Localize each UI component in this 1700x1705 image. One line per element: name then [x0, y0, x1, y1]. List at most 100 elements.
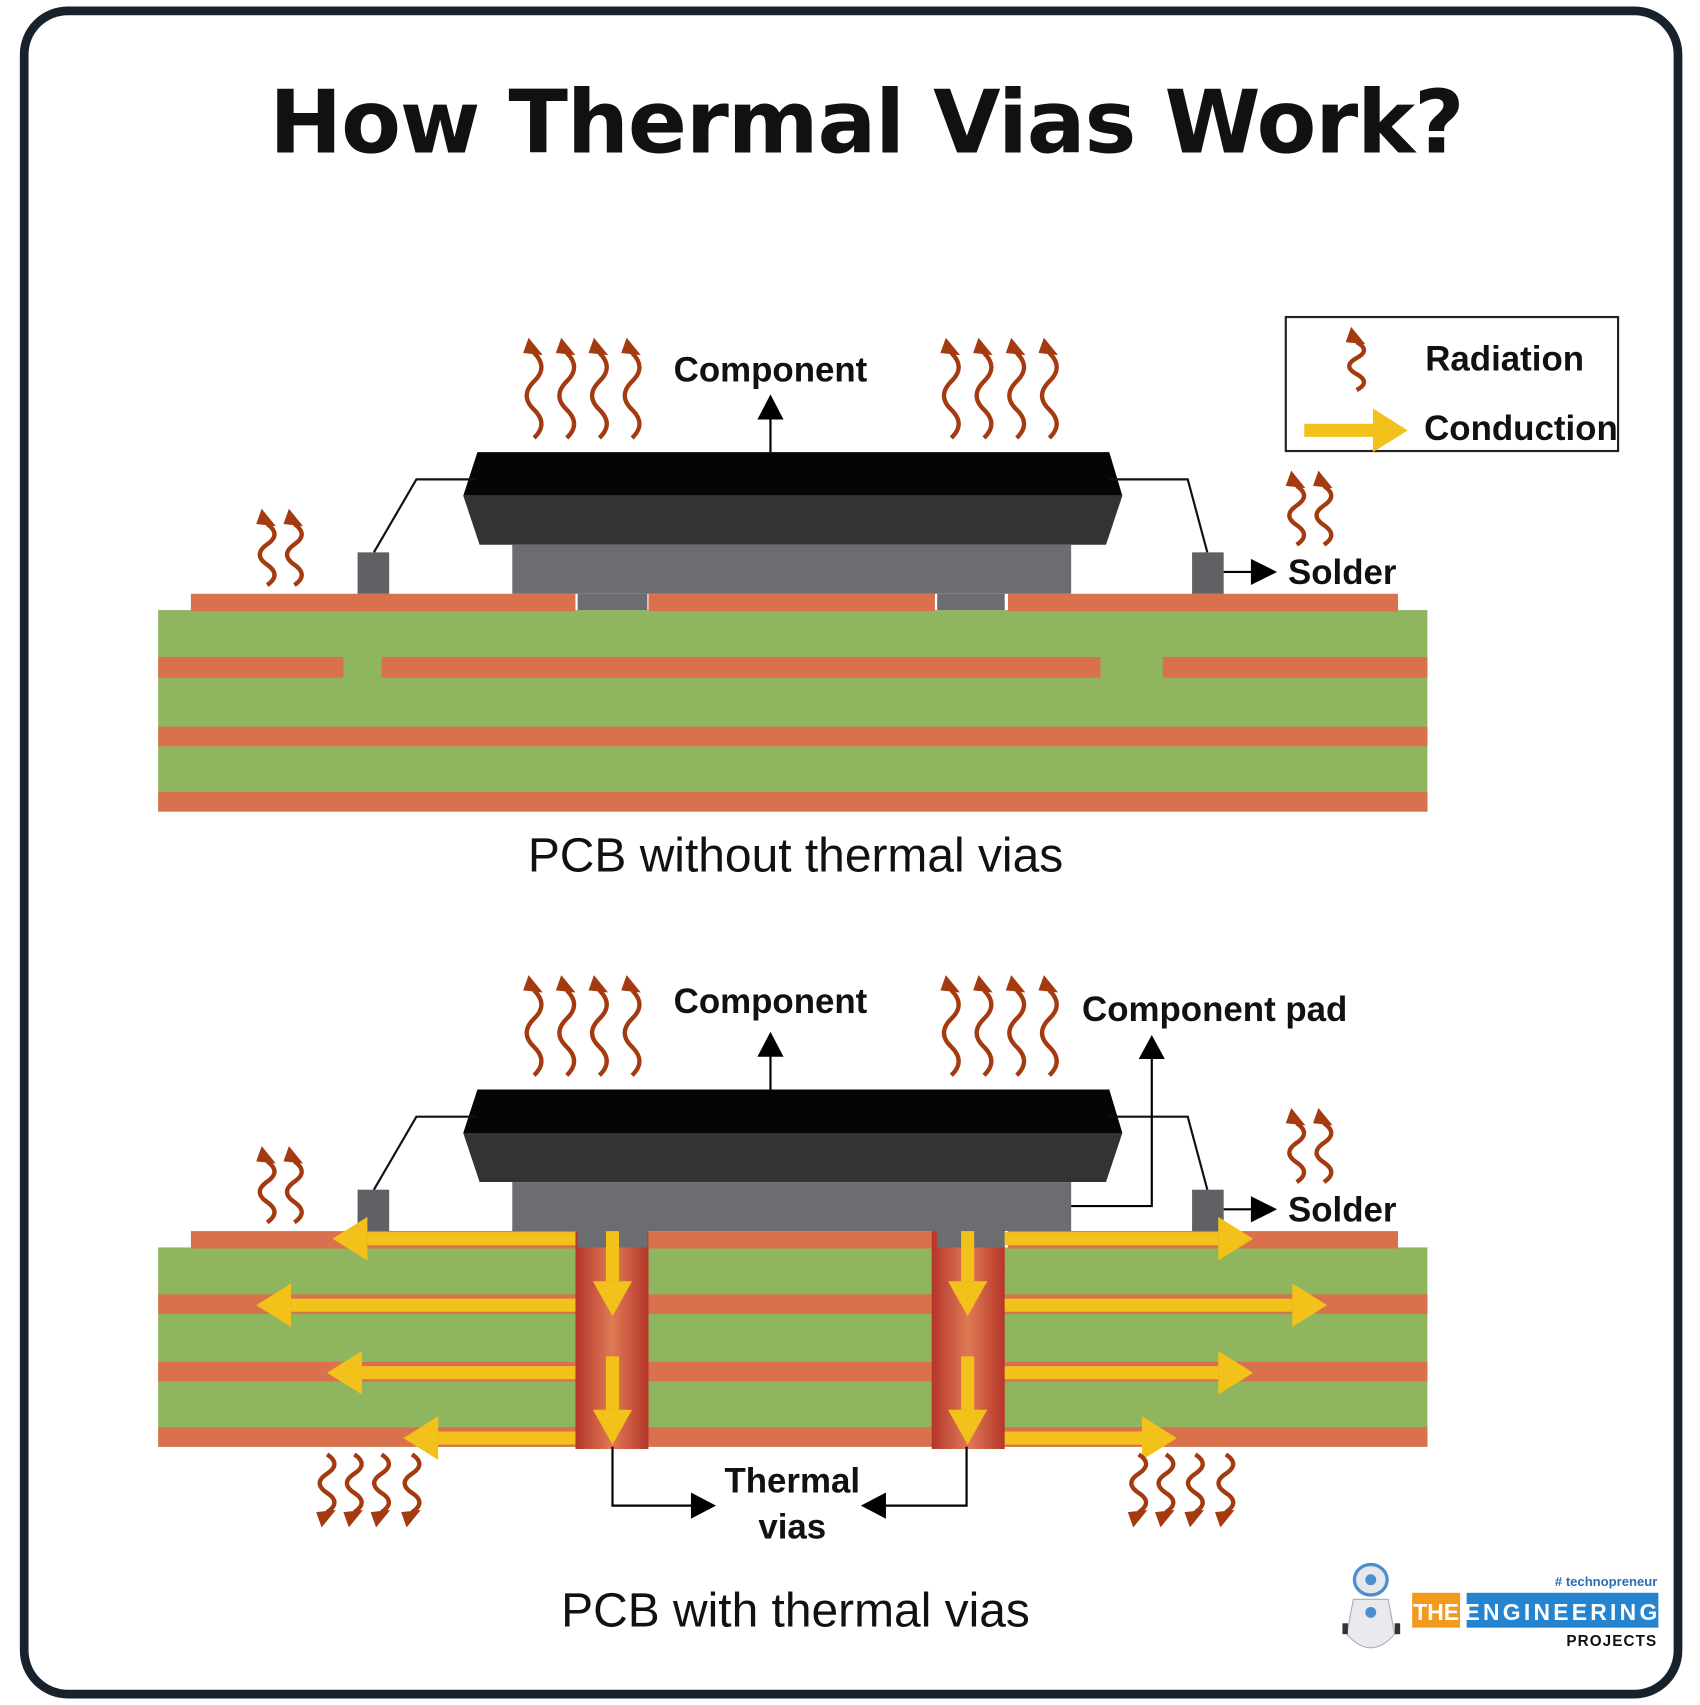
- radiation-wave: [1156, 1452, 1176, 1514]
- copper-layer: [1162, 656, 1428, 678]
- copper-layer: [158, 726, 1428, 747]
- logo-tagline: # technopreneur: [1555, 1574, 1657, 1589]
- radiation-wave: [974, 988, 994, 1077]
- top-component-label: Component: [674, 350, 868, 389]
- conduction-arrow-head: [592, 1281, 633, 1317]
- radiation-icon: [1285, 1107, 1307, 1184]
- radiation-icon: [555, 337, 577, 440]
- legend-radiation-label: Radiation: [1425, 339, 1584, 378]
- pcb-substrate: [158, 1247, 1428, 1447]
- radiation-arrowhead: [621, 975, 641, 993]
- radiation-wave: [974, 351, 994, 440]
- component-pad-pointer-head: [1138, 1034, 1165, 1059]
- radiation-icon: [940, 337, 961, 440]
- radiation-arrowhead: [973, 337, 993, 356]
- solder-joint: [1192, 552, 1224, 594]
- component-pointer-head: [757, 1031, 784, 1057]
- radiation-icon: [1038, 975, 1059, 1077]
- radiation-arrowhead: [1313, 470, 1333, 489]
- radiation-wave: [257, 1159, 277, 1225]
- component-pad-foot: [937, 593, 1005, 611]
- radiation-icon: [1313, 1107, 1334, 1184]
- conduction-arrow: [948, 1231, 988, 1317]
- radiation-arrowhead: [1005, 337, 1026, 356]
- radiation-arrowhead: [283, 508, 304, 527]
- conduction-arrow: [327, 1350, 576, 1395]
- radiation-arrowhead: [940, 975, 961, 993]
- conduction-arrow: [592, 1231, 633, 1317]
- copper-layer: [158, 1427, 1428, 1447]
- logo-the: THE: [1413, 1599, 1459, 1625]
- radiation-icon: [1127, 1452, 1149, 1528]
- radiation-icon: [283, 508, 304, 587]
- radiation-wave: [941, 351, 961, 440]
- component-lead: [372, 478, 478, 553]
- conduction-arrow-head: [1141, 1416, 1177, 1460]
- component-pad-foot: [577, 593, 648, 611]
- conduction-arrow: [948, 1356, 988, 1445]
- pcb-with-vias: [158, 975, 1428, 1528]
- radiation-arrowhead: [940, 337, 961, 356]
- radiation-wave: [284, 1159, 304, 1225]
- radiation-icon: [401, 1452, 422, 1528]
- radiation-arrowhead: [1038, 337, 1059, 356]
- radiation-wave: [1039, 988, 1059, 1077]
- conduction-arrow-head: [1218, 1350, 1254, 1395]
- radiation-icon: [940, 975, 961, 1077]
- radiation-arrowhead: [1214, 1509, 1235, 1528]
- conduction-arrow: [1004, 1216, 1254, 1261]
- thermal-vias-pointer-head: [860, 1492, 886, 1519]
- conduction-arrow-head: [948, 1409, 988, 1445]
- radiation-wave: [1039, 351, 1059, 440]
- radiation-arrowhead: [973, 975, 993, 993]
- radiation-icon: [370, 1452, 392, 1528]
- radiation-arrowhead: [1285, 470, 1306, 489]
- radiation-wave: [557, 351, 577, 440]
- radiation-icon: [1313, 470, 1334, 547]
- radiation-arrowhead: [588, 975, 609, 993]
- pcb-without-vias: [158, 337, 1428, 812]
- radiation-arrowhead: [1038, 975, 1059, 993]
- radiation-wave: [1216, 1452, 1236, 1514]
- radiation-wave: [372, 1452, 392, 1514]
- engineering-projects-logo: # technopreneur THE ENGINEERING PROJECTS: [1342, 1562, 1661, 1650]
- radiation-wave: [589, 988, 609, 1077]
- radiation-icon: [523, 975, 544, 1077]
- radiation-wave: [1007, 351, 1027, 440]
- copper-pad: [190, 593, 576, 612]
- page-title: How Thermal Vias Work?: [269, 72, 1463, 174]
- radiation-wave: [1185, 1452, 1205, 1514]
- radiation-icon: [621, 337, 642, 440]
- radiation-wave: [941, 988, 961, 1077]
- logo-engineering: ENGINEERING: [1465, 1599, 1661, 1625]
- radiation-arrowhead: [588, 337, 609, 356]
- radiation-arrowhead: [1313, 1107, 1333, 1126]
- conduction-arrow-head: [1292, 1283, 1328, 1327]
- conduction-arrow: [256, 1283, 576, 1327]
- radiation-wave: [1129, 1452, 1149, 1514]
- copper-pad: [648, 593, 935, 612]
- radiation-icon: [343, 1452, 364, 1528]
- radiation-wave: [589, 351, 609, 440]
- solder-joint: [357, 552, 390, 594]
- radiation-icon: [555, 975, 577, 1077]
- radiation-icon: [588, 337, 609, 440]
- copper-layer: [158, 792, 1428, 812]
- radiation-icon: [1038, 337, 1059, 440]
- component-top: [463, 452, 1123, 496]
- radiation-icon: [621, 975, 642, 1077]
- radiation-icon: [973, 337, 994, 440]
- conduction-arrow-head: [332, 1216, 368, 1261]
- radiation-icon: [316, 1452, 337, 1528]
- radiation-wave: [1347, 340, 1367, 392]
- conduction-arrow-head: [592, 1409, 633, 1445]
- logo-projects: PROJECTS: [1566, 1633, 1657, 1650]
- solder-pointer-head: [1250, 558, 1278, 586]
- radiation-icon: [973, 975, 994, 1077]
- radiation-icon: [256, 1146, 277, 1225]
- copper-layer: [381, 656, 1101, 678]
- thermal-vias-label-line1: Thermal: [724, 1462, 860, 1501]
- copper-layer: [158, 656, 344, 678]
- radiation-icon: [523, 337, 544, 440]
